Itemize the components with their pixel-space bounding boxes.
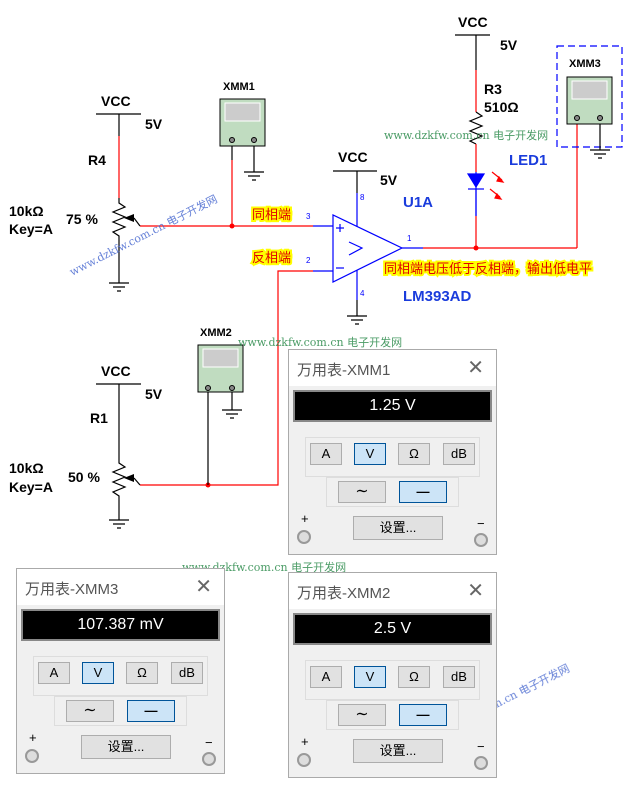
meter-icons (197, 76, 613, 393)
watermark: www.dzkfw.com.cn 电子开发网 (238, 335, 402, 349)
vcc-value: 5V (500, 37, 518, 53)
r1-key: Key=A (9, 479, 53, 495)
pin-3: 3 (306, 212, 311, 221)
ac-button[interactable]: ∼ (66, 700, 114, 722)
vcc-label: VCC (101, 363, 131, 379)
voltmeter-button[interactable]: V (354, 443, 386, 465)
minus-label: − (477, 516, 485, 531)
dc-button[interactable]: — (127, 700, 175, 722)
multimeter-panel: 万用表-XMM1 ✕ 1.25 V A V Ω dB ∼ — 设置... + − (288, 349, 497, 555)
r3-value: 510Ω (484, 99, 519, 115)
pin-4: 4 (360, 289, 365, 298)
ohmmeter-button[interactable]: Ω (398, 443, 430, 465)
decibel-button[interactable]: dB (443, 443, 475, 465)
panel-title: 万用表-XMM3 (25, 581, 119, 598)
voltmeter-button[interactable]: V (354, 666, 386, 688)
negative-terminal[interactable] (202, 752, 216, 766)
reading-display: 1.25 V (293, 390, 492, 422)
opamp-lm393 (332, 214, 404, 283)
positive-terminal[interactable] (297, 530, 311, 544)
led-diode (466, 173, 486, 189)
ohmmeter-button[interactable]: Ω (126, 662, 158, 684)
pin-8: 8 (360, 193, 365, 202)
ac-button[interactable]: ∼ (338, 704, 386, 726)
r1-label: R1 (90, 410, 108, 426)
vcc-label: VCC (101, 93, 131, 109)
dc-button[interactable]: — (399, 704, 447, 726)
r1-value: 10kΩ (9, 460, 44, 476)
ac-button[interactable]: ∼ (338, 481, 386, 503)
voltmeter-button[interactable]: V (82, 662, 114, 684)
minus-label: − (477, 739, 485, 754)
decibel-button[interactable]: dB (171, 662, 203, 684)
positive-terminal[interactable] (297, 753, 311, 767)
r4-percent: 75 % (66, 211, 98, 227)
xmm1-label: XMM1 (223, 81, 255, 93)
panel-titlebar[interactable]: 万用表-XMM2 ✕ (289, 573, 496, 609)
watermark: www.dzkfw.com.cn 电子开发网 (384, 128, 548, 142)
reading-display: 2.5 V (293, 613, 492, 645)
r4-potentiometer (111, 198, 127, 240)
settings-button[interactable]: 设置... (353, 516, 443, 540)
noninverting-annotation: 同相端 (252, 208, 291, 223)
negative-terminal[interactable] (474, 756, 488, 770)
watermark: www.dzkfw.com.cn 电子开发网 (67, 192, 220, 279)
result-annotation: 同相端电压低于反相端，输出低电平 (384, 261, 592, 277)
pin-1: 1 (407, 234, 412, 243)
vcc-value: 5V (145, 116, 163, 132)
vcc-value: 5V (380, 172, 398, 188)
mode-group (305, 437, 480, 477)
settings-button[interactable]: 设置... (81, 735, 171, 759)
multimeter-panel: 万用表-XMM3✕ 107.387 mV A V Ω dB ∼ — 设置... … (16, 568, 225, 774)
ammeter-button[interactable]: A (310, 666, 342, 688)
mode-group (33, 656, 208, 696)
panel-titlebar[interactable]: 万用表-XMM1 ✕ (289, 350, 496, 386)
plus-label: + (29, 730, 37, 745)
decibel-button[interactable]: dB (443, 666, 475, 688)
r1-potentiometer (111, 458, 127, 500)
reading-display: 107.387 mV (21, 609, 220, 641)
panel-title: 万用表-XMM1 (297, 362, 391, 379)
ground-symbols (109, 149, 610, 529)
r4-key: Key=A (9, 221, 53, 237)
led-label: LED1 (509, 152, 547, 169)
coupling-group (326, 477, 459, 507)
pin-2: 2 (306, 256, 311, 265)
panel-titlebar[interactable]: 万用表-XMM3 ✕ (17, 569, 224, 605)
r4-value: 10kΩ (9, 203, 44, 219)
positive-terminal[interactable] (25, 749, 39, 763)
r3-label: R3 (484, 81, 502, 97)
dc-button[interactable]: — (399, 481, 447, 503)
negative-terminal[interactable] (474, 533, 488, 547)
ammeter-button[interactable]: A (310, 443, 342, 465)
xmm2-label: XMM2 (200, 327, 232, 339)
opamp-model: LM393AD (403, 288, 472, 305)
close-icon[interactable]: ✕ (467, 357, 484, 379)
settings-button[interactable]: 设置... (353, 739, 443, 763)
inverting-annotation: 反相端 (252, 251, 291, 266)
plus-label: + (301, 734, 309, 749)
r3-resistor (468, 111, 484, 145)
ohmmeter-button[interactable]: Ω (398, 666, 430, 688)
plus-label: + (301, 511, 309, 526)
xmm3-label: XMM3 (569, 58, 601, 70)
minus-label: − (205, 735, 213, 750)
opamp-ref: U1A (403, 194, 433, 211)
r4-label: R4 (88, 152, 106, 168)
multimeter-panel: 万用表-XMM2 ✕ 2.5 V A V Ω dB ∼ — 设置... + − (288, 572, 497, 778)
coupling-group (54, 696, 187, 726)
close-icon[interactable]: ✕ (195, 576, 212, 598)
ammeter-button[interactable]: A (38, 662, 70, 684)
panel-title: 万用表-XMM2 (297, 585, 391, 602)
close-icon[interactable]: ✕ (467, 580, 484, 602)
r1-percent: 50 % (68, 469, 100, 485)
vcc-value: 5V (145, 386, 163, 402)
vcc-label: VCC (338, 149, 368, 165)
mode-group (305, 660, 480, 700)
coupling-group (326, 700, 459, 730)
vcc-label: VCC (458, 14, 488, 30)
